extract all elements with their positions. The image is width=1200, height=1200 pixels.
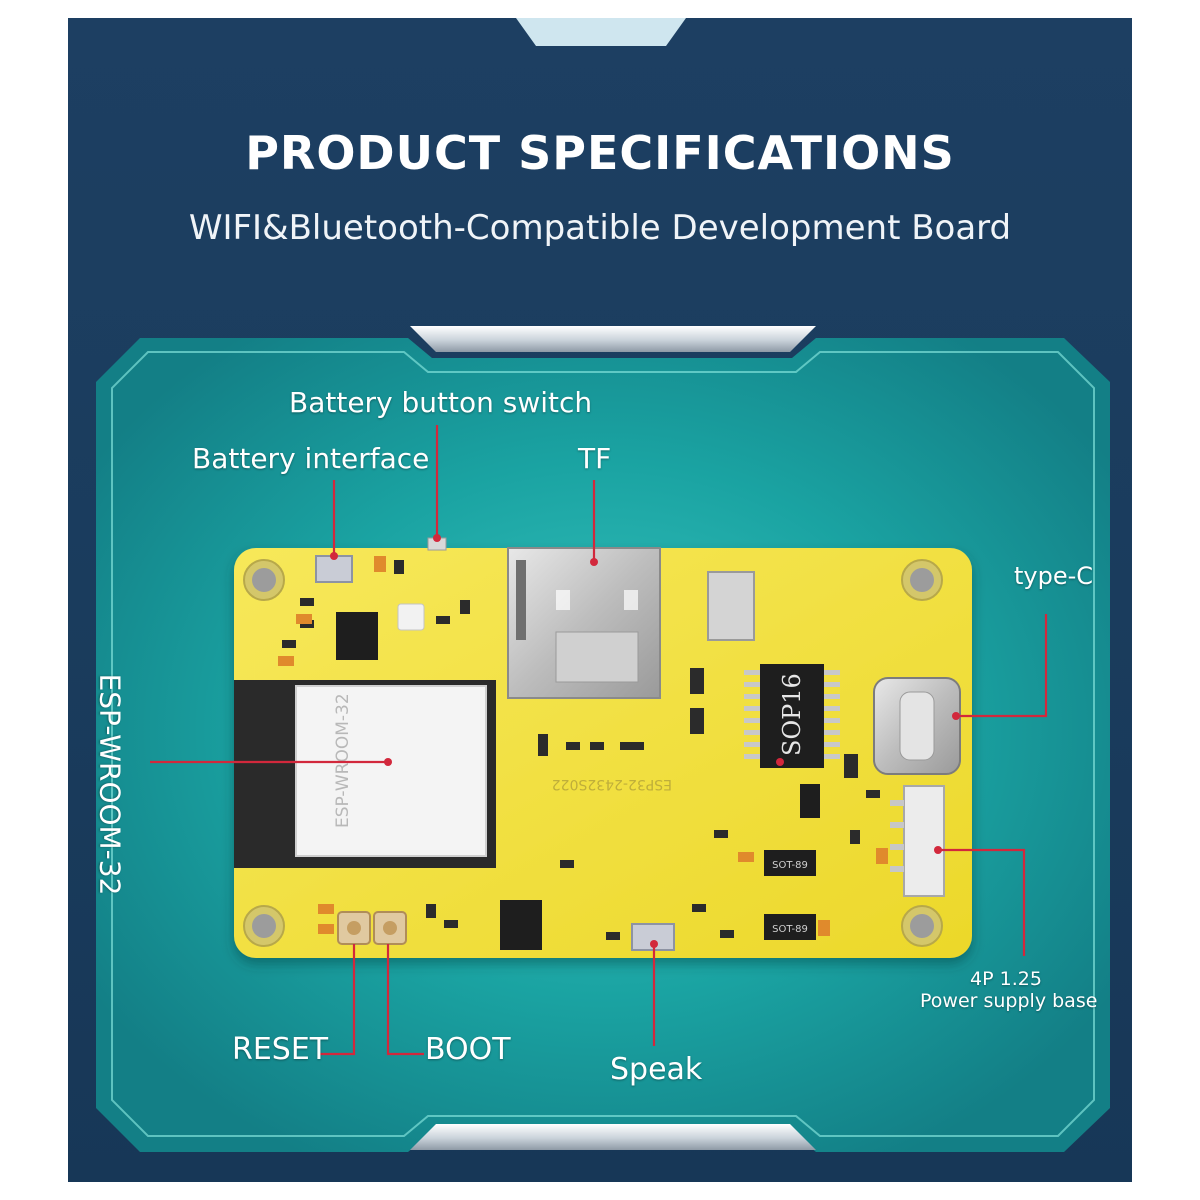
label-power-line-1: 4P 1.25 [970,968,1042,990]
top-metal-bar [410,326,816,352]
mounting-holes [243,559,943,947]
label-tf: TF [578,442,612,475]
panel-outline [111,351,1095,1137]
boot-button-part [373,911,407,945]
esp-module [234,680,496,868]
led [397,603,425,631]
small-chips [336,612,820,950]
bottom-metal-bar [410,1124,816,1150]
sop16-chip [744,664,840,768]
label-battery-button-switch: Battery button switch [289,386,593,419]
regulator-marking-1: SOT-89 [772,860,808,871]
pointer-lines [150,425,1048,1056]
fpc-connector [707,571,755,641]
label-speak: Speak [610,1052,703,1087]
label-boot: BOOT [425,1032,511,1067]
page-subtitle: WIFI&Bluetooth-Compatible Development Bo… [188,208,1012,248]
label-battery-interface: Battery interface [192,442,430,475]
label-reset: RESET [232,1032,329,1067]
label-power-supply-base: 4P 1.25 Power supply base [920,968,1098,1012]
module-print: ESP-WROOM-32 [333,693,353,828]
label-esp-module: ESP-WROOM-32 [93,673,127,896]
model-marking: ESP32-2432S022 [552,776,672,792]
power-connector [890,785,945,897]
regulator-marking-2: SOT-89 [772,924,808,935]
tf-slot [507,547,661,699]
label-type-c: type-C [1014,562,1094,590]
pointer-dots [330,534,960,948]
label-power-line-2: Power supply base [920,990,1098,1012]
page-title: PRODUCT SPECIFICATIONS [245,126,955,180]
reset-button-part [337,911,371,945]
usb-c-port [873,677,961,775]
sop16-marking: SOP16 [778,673,806,756]
top-tab [516,18,686,46]
orange-capacitors [278,556,888,936]
